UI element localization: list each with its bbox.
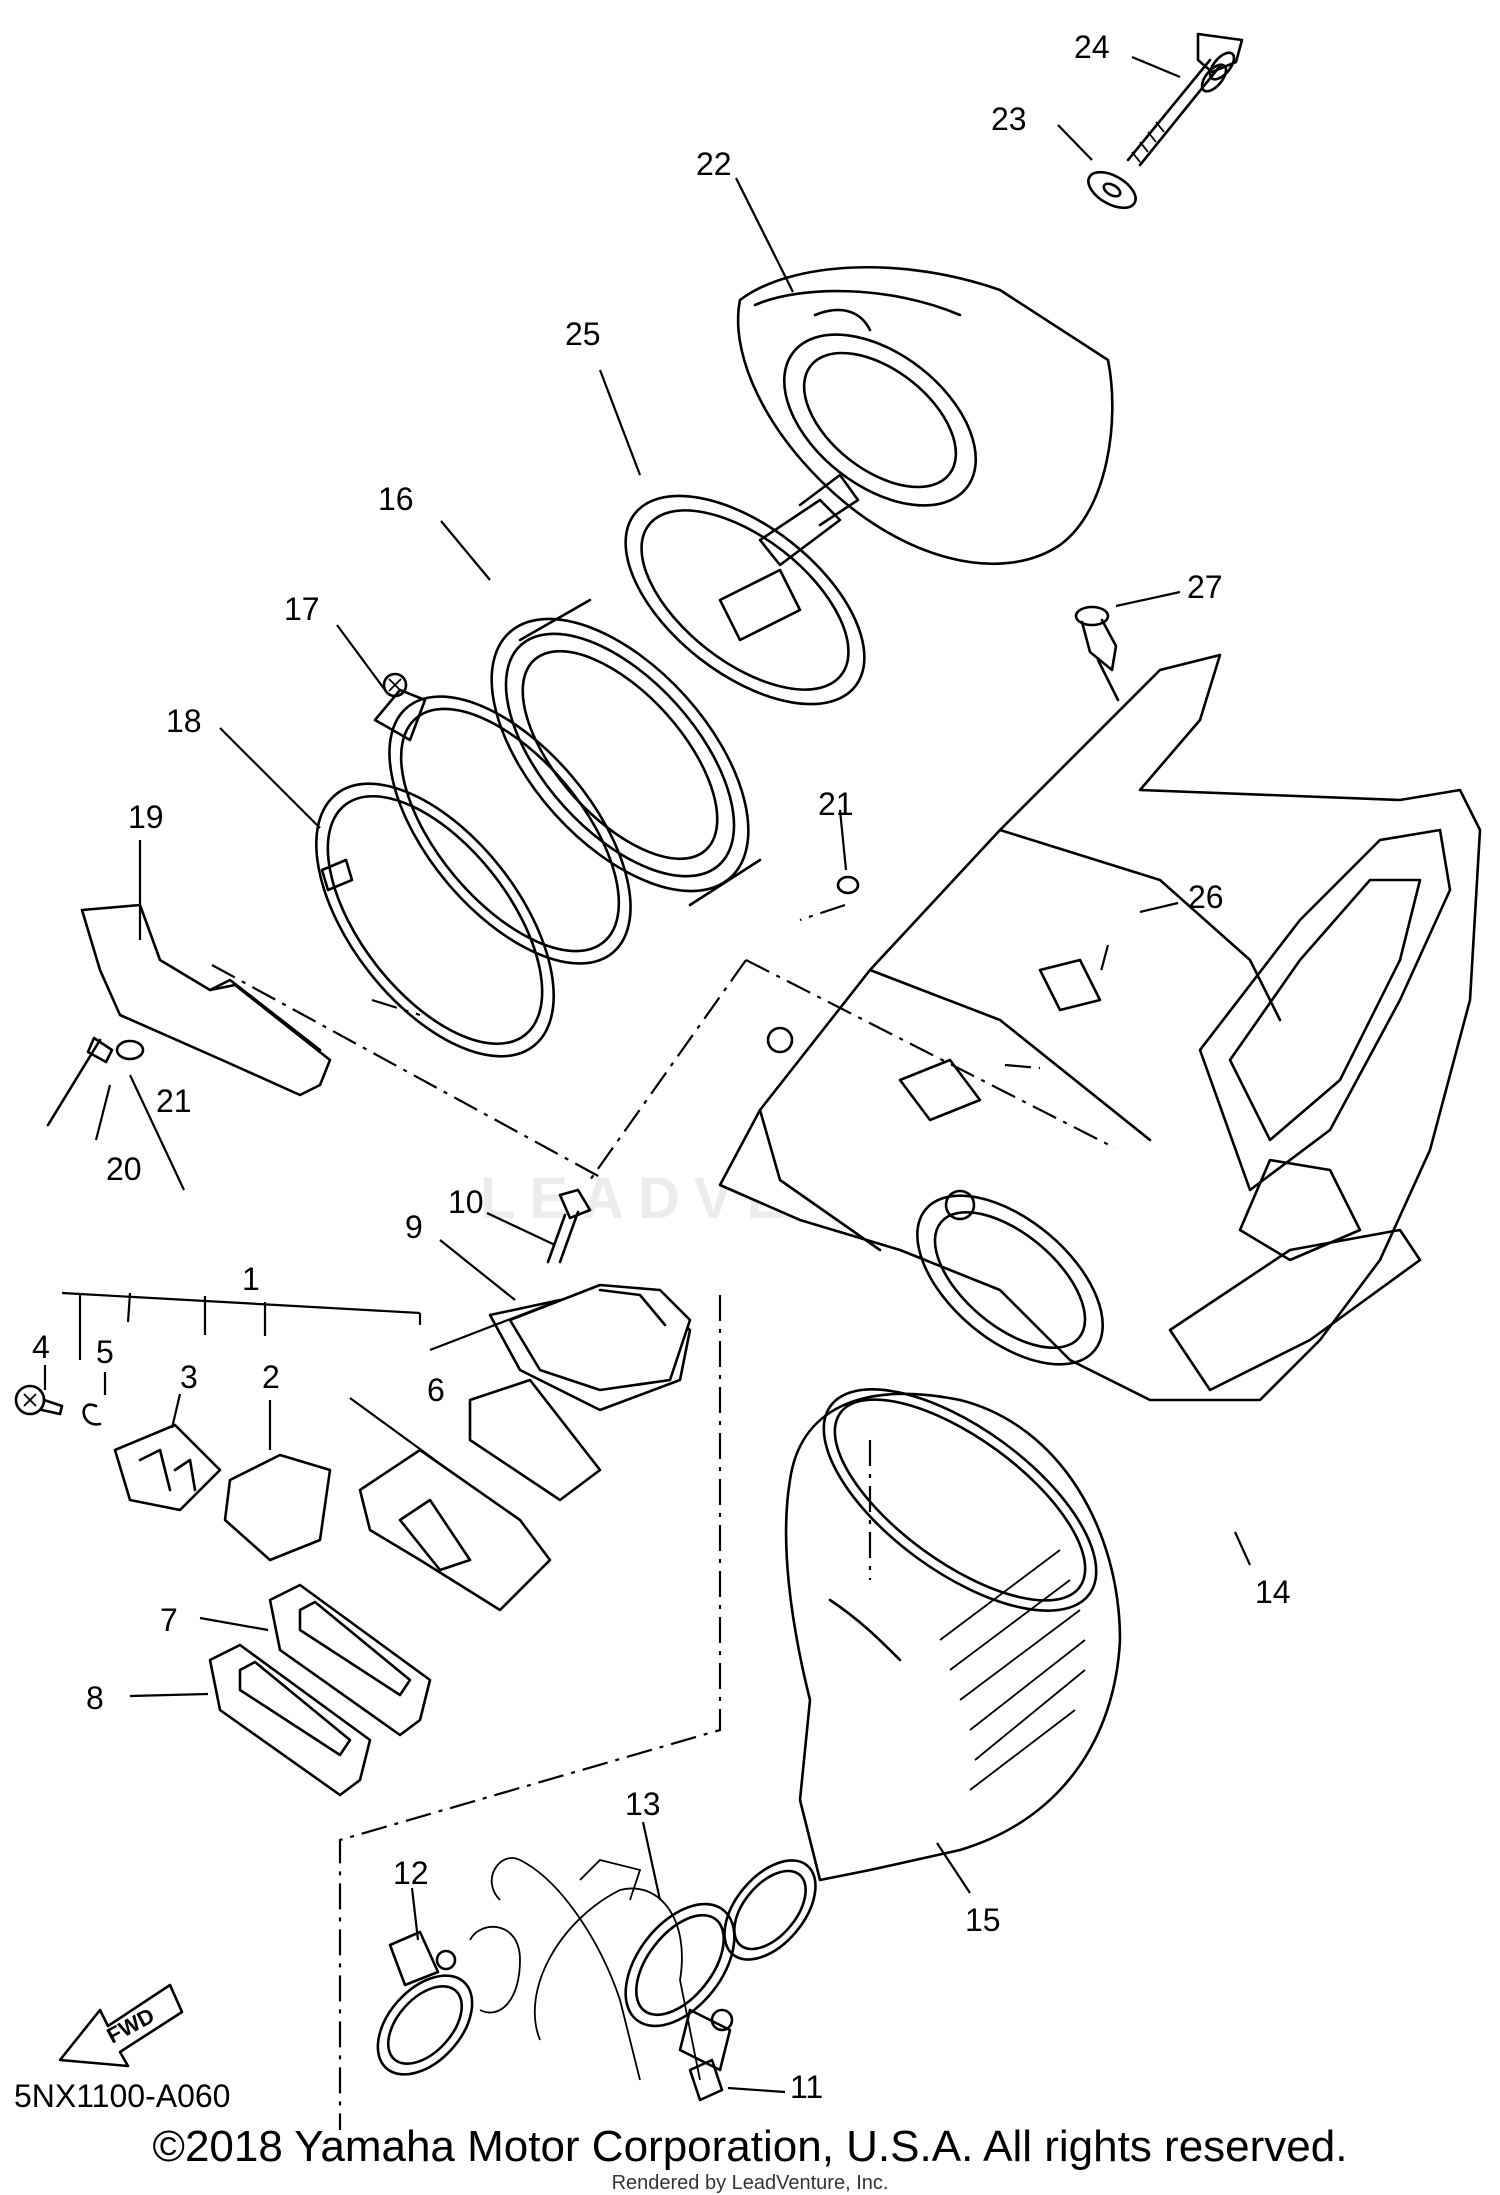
callout-numbers: 1 2 3 4 5 6 7 8 9 10 11 12 13 14 15 16 1… <box>32 29 1291 2105</box>
callout-22: 22 <box>696 146 732 182</box>
callout-25: 25 <box>565 316 601 352</box>
callout-21-right: 21 <box>818 786 854 822</box>
air-boot <box>723 1388 1122 1961</box>
callout-2: 2 <box>262 1359 280 1395</box>
callout-16: 16 <box>378 481 414 517</box>
callout-3: 3 <box>180 1359 198 1395</box>
seal-ring <box>315 782 555 1058</box>
copyright-notice: ©2018 Yamaha Motor Corporation, U.S.A. A… <box>152 2122 1348 2171</box>
callout-15: 15 <box>965 1902 1001 1938</box>
callout-13: 13 <box>625 1786 661 1822</box>
callout-17: 17 <box>284 591 320 627</box>
callout-20: 20 <box>106 1151 142 1187</box>
screw-4 <box>14 1384 64 1416</box>
callout-21-left: 21 <box>156 1083 192 1119</box>
washer <box>1087 170 1137 210</box>
callout-10: 10 <box>448 1184 484 1220</box>
lock-washer-5 <box>82 1403 102 1426</box>
callout-14: 14 <box>1255 1574 1291 1610</box>
reed-valve-gaskets <box>208 1583 432 1797</box>
callout-26: 26 <box>1188 879 1224 915</box>
callout-19: 19 <box>128 799 164 835</box>
boot-clamp <box>624 1902 736 2072</box>
clamp-ring <box>373 672 632 965</box>
wing-bolt <box>1126 32 1244 167</box>
callout-24: 24 <box>1074 29 1110 65</box>
callout-18: 18 <box>166 703 202 739</box>
mount-bolt <box>1074 605 1120 702</box>
air-box <box>718 653 1482 1402</box>
filter-guide <box>624 473 866 706</box>
reed-valve-assembly <box>113 1423 552 1612</box>
callout-7: 7 <box>160 1602 178 1638</box>
joint-bolt <box>546 1188 592 1264</box>
leader-lines <box>43 55 1252 2094</box>
rendered-by-credit: Rendered by LeadVenture, Inc. <box>611 2172 889 2194</box>
washer-small <box>115 875 860 1061</box>
clamp-small <box>376 1930 474 2076</box>
reference-lines <box>211 903 1116 2130</box>
callout-6: 6 <box>427 1372 445 1408</box>
callout-11: 11 <box>790 2069 823 2105</box>
callout-1: 1 <box>242 1261 260 1297</box>
callout-8: 8 <box>86 1680 104 1716</box>
hose-band <box>688 2058 724 2102</box>
callout-5: 5 <box>96 1334 114 1370</box>
callout-23: 23 <box>991 101 1027 137</box>
part-code-label: 5NX1100-A060 <box>14 2078 231 2114</box>
forward-arrow-icon: FWD <box>58 1983 184 2068</box>
joint-cage <box>490 598 762 907</box>
carburetor-outline <box>469 1857 701 2081</box>
callout-4: 4 <box>32 1329 50 1365</box>
cover-plate <box>80 903 332 1097</box>
air-filter-element <box>736 266 1114 565</box>
callout-9: 9 <box>405 1209 423 1245</box>
intake-joint <box>508 1283 692 1392</box>
callout-12: 12 <box>393 1855 429 1891</box>
callout-27: 27 <box>1187 569 1223 605</box>
rivet <box>46 1036 114 1127</box>
